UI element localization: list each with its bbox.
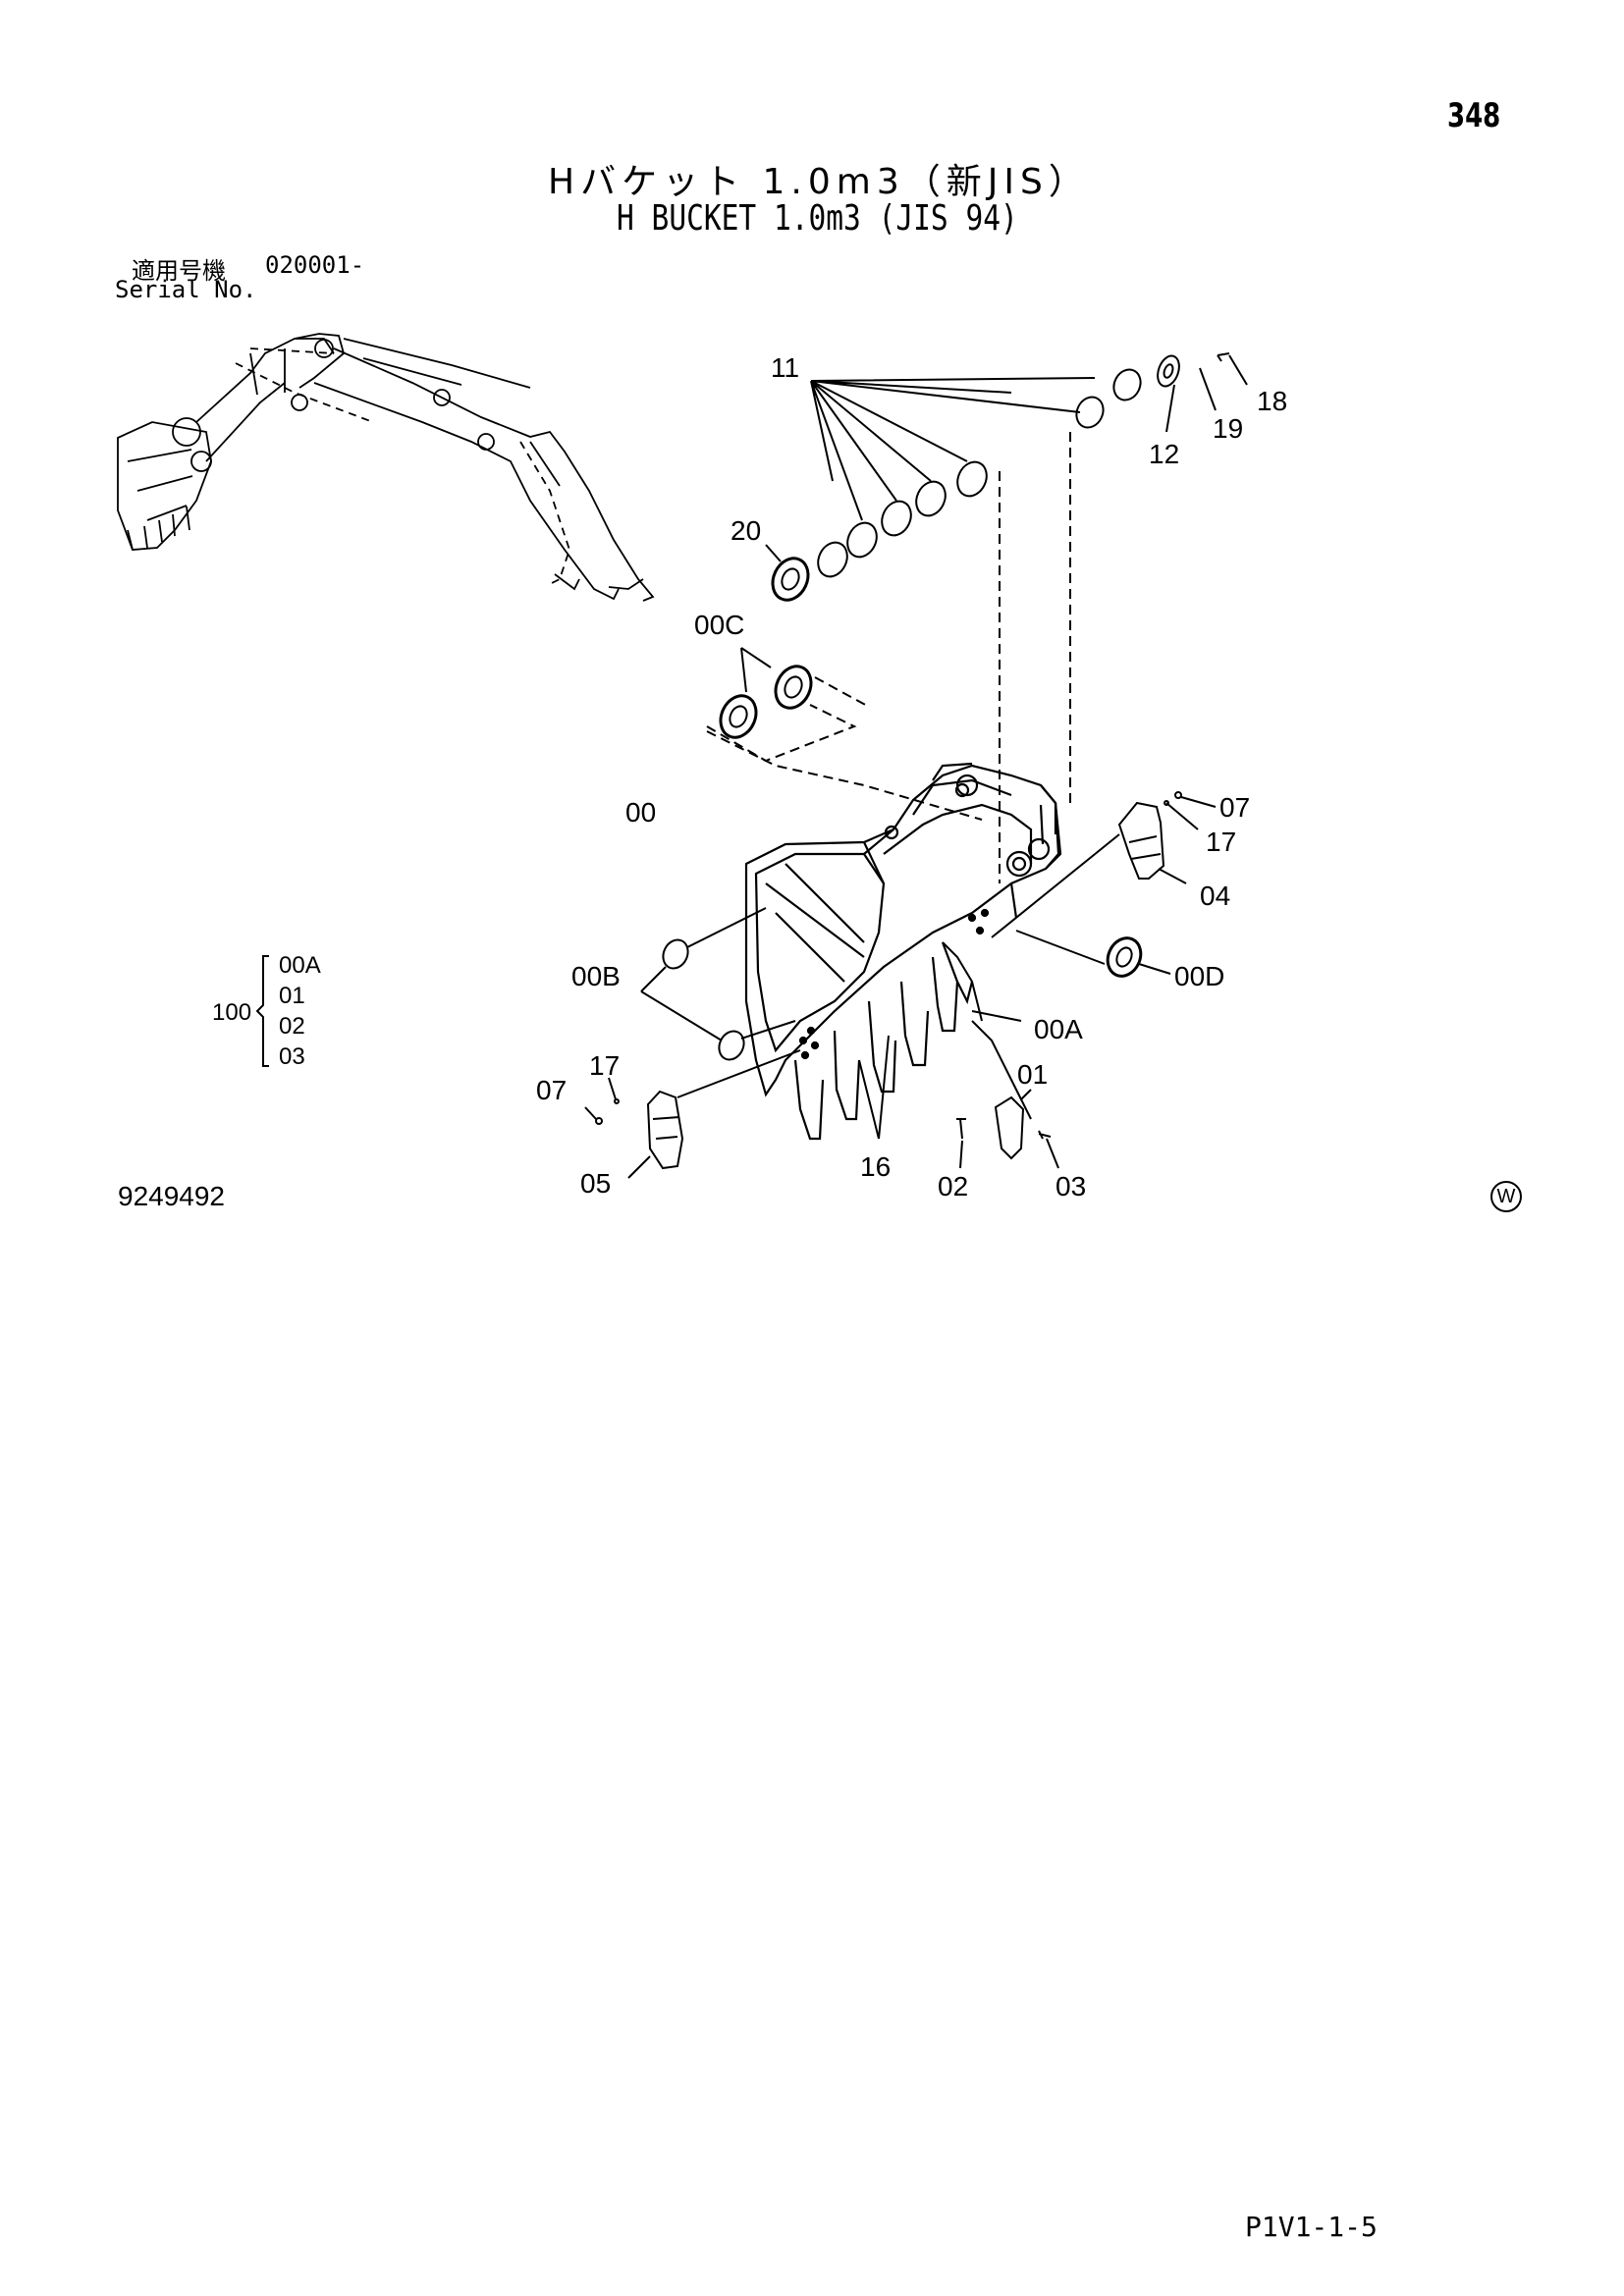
machine-overview-illustration <box>117 333 655 602</box>
title-english: H BUCKET 1.0m3 (JIS 94) <box>617 198 1018 239</box>
bushings-00C <box>706 647 983 821</box>
callout-03: 03 <box>1056 1171 1086 1201</box>
callout-07-upper: 07 <box>1219 792 1250 823</box>
callout-12: 12 <box>1149 439 1179 469</box>
pin-02 <box>956 1118 966 1169</box>
title-japanese: Hバケット 1.0m3（新JIS） <box>548 162 1090 202</box>
seal-20 <box>765 544 810 602</box>
callout-00B: 00B <box>571 961 621 991</box>
seal-00D <box>1015 930 1171 978</box>
document-number: 9249492 <box>118 1181 226 1211</box>
callouts: 11 12 18 19 20 00C 00 07 17 04 00B 00D 0… <box>536 352 1287 1201</box>
callout-18: 18 <box>1257 386 1287 416</box>
side-cutter-04 <box>991 801 1187 938</box>
tooth-point-01 <box>994 1089 1032 1160</box>
tooth-00A <box>942 941 1032 1120</box>
serial-value: 020001- <box>265 251 365 279</box>
washer-12 <box>1157 354 1180 433</box>
bolt-07-17-upper <box>1164 791 1217 830</box>
callout-00A: 00A <box>1034 1014 1083 1044</box>
page-number: 348 <box>1447 96 1501 135</box>
bolt-07-17-lower <box>584 1077 620 1125</box>
callout-02: 02 <box>938 1171 968 1201</box>
kit-bracket <box>255 955 269 1067</box>
callout-07-lower: 07 <box>536 1075 567 1105</box>
leader-16 <box>858 1035 890 1140</box>
callout-16: 16 <box>860 1151 891 1182</box>
bushings-00B <box>640 907 796 1061</box>
serial-label-en: Serial No. <box>115 276 257 303</box>
bucket-body-00 <box>744 762 1062 1141</box>
kit-number: 100 <box>212 999 252 1026</box>
callout-17-upper: 17 <box>1206 827 1236 857</box>
callout-00: 00 <box>625 797 656 828</box>
kit-item: 01 <box>279 983 305 1009</box>
callout-05: 05 <box>580 1168 611 1199</box>
lock-03 <box>1038 1130 1059 1169</box>
watermark-symbol: W <box>1490 1181 1522 1212</box>
callout-00C: 00C <box>694 610 744 640</box>
kit-item: 00A <box>279 952 321 979</box>
callout-20: 20 <box>731 515 761 546</box>
footer-code: P1V1-1-5 <box>1245 2211 1378 2243</box>
side-cutter-05 <box>627 1049 801 1179</box>
serial-label-ja: 適用号機 <box>132 257 226 285</box>
bolt-18-19 <box>1199 352 1248 411</box>
callout-19: 19 <box>1213 413 1243 444</box>
callout-01: 01 <box>1017 1059 1048 1090</box>
pins-group-11 <box>810 368 1142 883</box>
callout-11: 11 <box>771 352 799 383</box>
callout-04: 04 <box>1200 881 1230 911</box>
callout-00D: 00D <box>1174 961 1224 991</box>
kit-item: 02 <box>279 1013 305 1040</box>
kit-item: 03 <box>279 1043 305 1070</box>
callout-17-lower: 17 <box>589 1050 620 1081</box>
